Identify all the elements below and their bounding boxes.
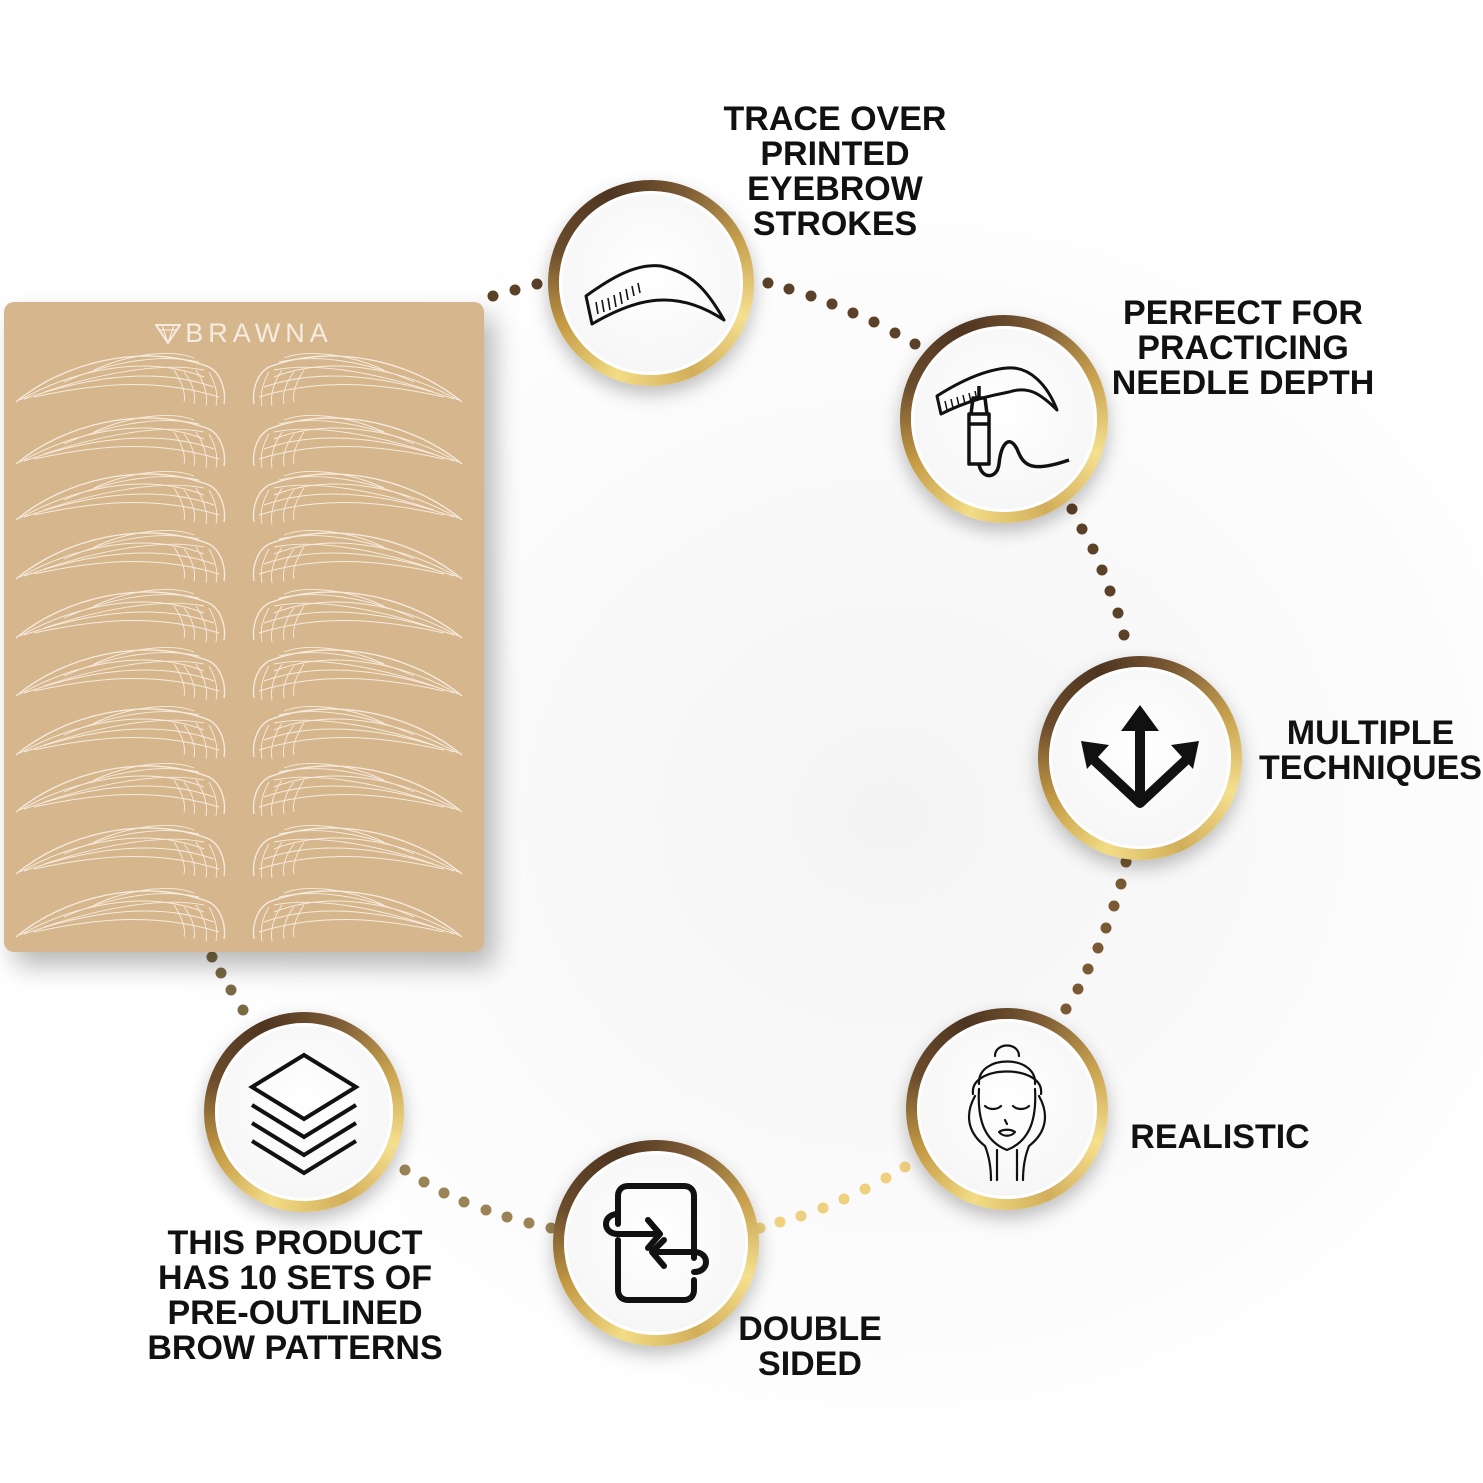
feature-circle-techniques: [1038, 656, 1242, 860]
brand-name: BRAWNA: [185, 318, 333, 348]
three-arrows-icon: [1081, 705, 1199, 808]
dots-trace-to-needle: [762, 277, 921, 350]
feature-label-double-sided: DOUBLE SIDED: [738, 1310, 882, 1383]
feature-circle-realistic: [906, 1008, 1108, 1210]
face-hands-icon: [967, 1044, 1047, 1182]
feature-circle-trace: [548, 180, 754, 386]
flip-sides-icon: [603, 1183, 709, 1303]
feature-circle-needle: [900, 315, 1108, 523]
feature-label-realistic: REALISTIC: [1130, 1118, 1310, 1156]
feature-label-needle: PERFECT FOR PRACTICING NEEDLE DEPTH: [1111, 294, 1375, 402]
printed-eyebrow-patterns: [15, 352, 484, 942]
tattoo-pen-icon: [935, 366, 1070, 478]
feature-circle-sets: [204, 1012, 404, 1212]
dots-realistic-to-double: [754, 1161, 911, 1234]
feature-label-trace: TRACE OVER PRINTED EYEBROW STROKES: [723, 100, 947, 243]
brand-logo: BRAWNA: [4, 318, 484, 349]
diamond-logo-icon: [154, 324, 183, 345]
feature-label-sets: THIS PRODUCT HAS 10 SETS OF PRE-OUTLINED…: [147, 1224, 443, 1367]
eyebrow-stroke-icon: [584, 264, 726, 326]
layers-icon: [248, 1052, 360, 1176]
practice-skin-pad: BRAWNA: [4, 302, 484, 952]
dots-sets-to-double: [399, 1164, 557, 1234]
feature-label-techniques: MULTIPLE TECHNIQUES: [1259, 714, 1482, 787]
dots-needle-to-techniques: [1066, 503, 1130, 641]
dots-techniques-to-realistic: [1060, 856, 1132, 1015]
feature-circle-double-sided: [553, 1140, 759, 1346]
dots-pad-to-trace: [487, 278, 543, 302]
dots-pad-to-sets: [206, 951, 249, 1016]
